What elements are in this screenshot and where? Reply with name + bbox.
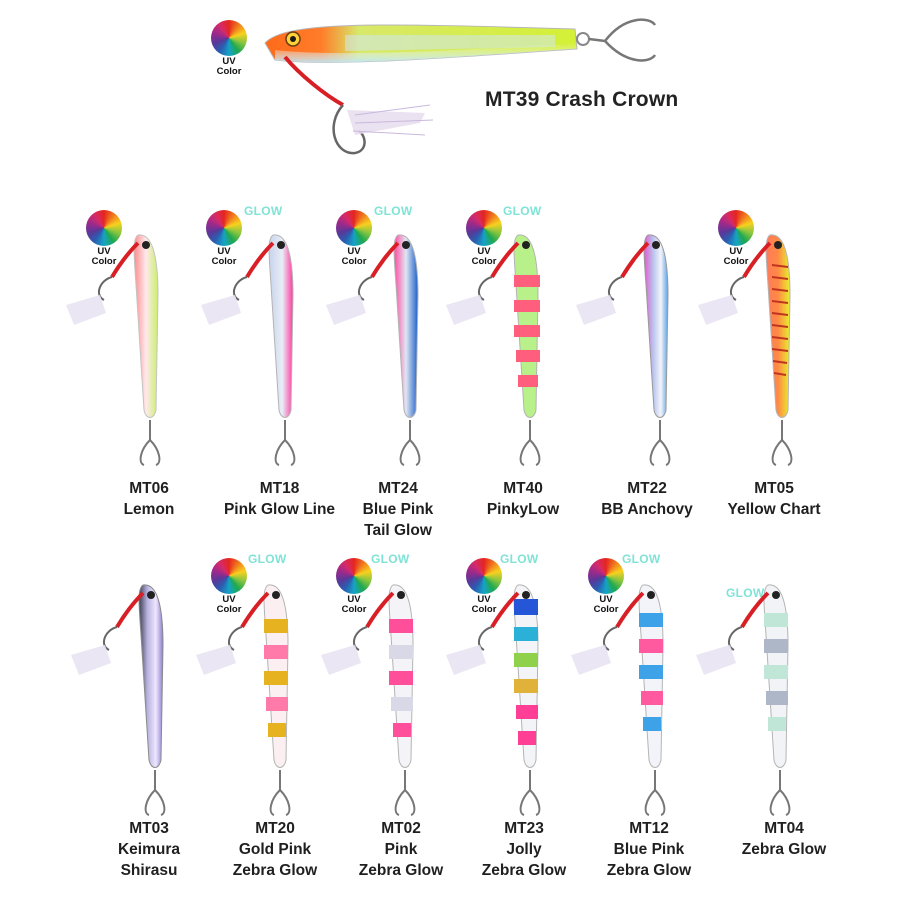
lure-label: MT06 Lemon [84, 478, 214, 520]
lure-name-line: Gold Pink [238, 841, 312, 858]
hero-product-title: MT39 Crash Crown [485, 88, 679, 111]
glow-tag: GLOW [374, 204, 413, 218]
glow-tag: GLOW [503, 204, 542, 218]
lure-code: MT12 [629, 820, 669, 837]
lure-label: MT04 Zebra Glow [719, 818, 849, 860]
lure-name-line: Pink Glow Line [223, 501, 336, 518]
glow-tag: GLOW [500, 552, 539, 566]
lure-name-line: Blue Pink [362, 501, 434, 518]
lure-label: MT20 Gold Pink Zebra Glow [210, 818, 340, 881]
lure-name-line: Pink [384, 841, 418, 858]
lure-image-mt18 [201, 234, 296, 466]
lure-name-line: Zebra Glow [606, 862, 692, 879]
hero-lure-image [264, 18, 657, 155]
lure-image-mt04 [696, 584, 791, 816]
lure-code: MT20 [255, 820, 295, 837]
glow-tag: GLOW [248, 552, 287, 566]
uv-color-wheel-icon [466, 210, 502, 246]
uv-color-wheel-icon [211, 20, 247, 56]
lure-code: MT18 [259, 480, 300, 497]
lure-image-mt12 [571, 584, 666, 816]
lure-label: MT22 BB Anchovy [582, 478, 712, 520]
lure-name-line: Zebra Glow [741, 841, 827, 858]
lure-code: MT24 [378, 480, 418, 497]
uv-color-wheel-icon [336, 210, 372, 246]
lure-label: MT40 PinkyLow [458, 478, 588, 520]
lure-code: MT40 [503, 480, 543, 497]
uv-color-wheel-icon [336, 558, 372, 594]
lure-code: MT06 [129, 480, 169, 497]
uv-color-wheel-icon [466, 558, 502, 594]
lure-image-mt23 [446, 584, 541, 816]
uv-color-wheel-icon [211, 558, 247, 594]
lure-name-line: Zebra Glow [358, 862, 444, 879]
lure-code: MT23 [504, 820, 544, 837]
uv-color-wheel-icon [588, 558, 624, 594]
lure-code: MT02 [381, 820, 421, 837]
lure-name-line: Jolly [506, 841, 542, 858]
uv-color-wheel-icon [206, 210, 242, 246]
lure-image-mt24 [326, 234, 421, 466]
lure-image-mt02 [321, 584, 416, 816]
lure-code: MT05 [754, 480, 794, 497]
uv-color-wheel-icon [718, 210, 754, 246]
lure-label: MT18 Pink Glow Line [212, 478, 347, 520]
lure-name-line: Shirasu [120, 862, 178, 879]
lure-name-line: Lemon [123, 501, 175, 518]
lure-image-mt05 [698, 234, 793, 466]
lure-image-mt22 [576, 234, 671, 466]
lure-code: MT22 [627, 480, 667, 497]
lure-label: MT03 Keimura Shirasu [84, 818, 214, 881]
glow-tag: GLOW [726, 586, 765, 600]
lure-image-mt20 [196, 584, 291, 816]
lure-image-mt40 [446, 234, 541, 466]
lure-name-line: Zebra Glow [232, 862, 318, 879]
glow-tag: GLOW [622, 552, 661, 566]
lure-name-line: Keimura [117, 841, 181, 858]
lure-name-line: Zebra Glow [481, 862, 567, 879]
lure-label: MT12 Blue Pink Zebra Glow [584, 818, 714, 881]
lure-code: MT04 [764, 820, 804, 837]
lure-image-mt06 [66, 234, 161, 466]
lure-label: MT24 Blue Pink Tail Glow [333, 478, 463, 541]
lure-image-mt03 [71, 584, 166, 816]
lure-label: MT02 Pink Zebra Glow [336, 818, 466, 881]
lure-name-line: Blue Pink [613, 841, 685, 858]
lure-name-line: Yellow Chart [727, 501, 821, 518]
glow-tag: GLOW [371, 552, 410, 566]
lure-name-line: Tail Glow [364, 522, 432, 539]
lure-name-line: BB Anchovy [601, 501, 693, 518]
glow-tag: GLOW [244, 204, 283, 218]
uv-color-wheel-icon [86, 210, 122, 246]
lure-label: MT23 Jolly Zebra Glow [459, 818, 589, 881]
lure-name-line: PinkyLow [486, 501, 560, 518]
lure-code: MT03 [129, 820, 169, 837]
lure-label: MT05 Yellow Chart [709, 478, 839, 520]
